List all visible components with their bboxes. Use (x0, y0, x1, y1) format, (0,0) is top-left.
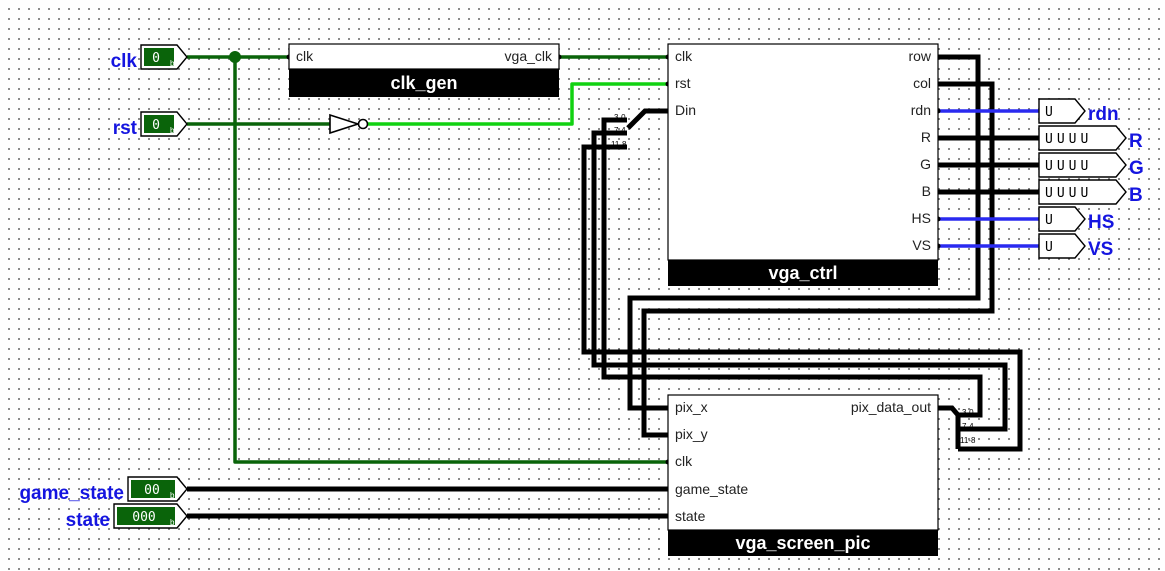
clk-gen-title: clk_gen (390, 73, 457, 93)
clk-junction-dot (229, 51, 241, 63)
state-radix: b (170, 518, 175, 527)
vga-screen-pic-title: vga_screen_pic (735, 533, 870, 553)
game-state-radix: b (170, 491, 175, 500)
g-label: G (1129, 158, 1144, 179)
output-pin-hs: U (1038, 206, 1086, 232)
din-bus (626, 108, 668, 130)
vga-screen-pic-component[interactable]: vga_screen_pic pix_x pix_y clk game_stat… (667, 394, 939, 556)
state-label: state (66, 510, 110, 531)
input-pin-state[interactable]: 000 b (113, 503, 188, 529)
vga-ctrl-port-g: G (920, 156, 931, 172)
splitter-right-label-0: 3-0 (962, 408, 974, 417)
screen-port-pix-data-out: pix_data_out (851, 399, 931, 415)
vga-ctrl-port-hs: HS (912, 210, 931, 226)
vga-ctrl-port-vs: VS (912, 237, 931, 253)
input-pin-clk[interactable]: 0 b (140, 44, 188, 70)
clk-value: 0 (152, 51, 160, 66)
output-pin-g: UUUU (1038, 152, 1127, 178)
vga-ctrl-port-clk: clk (675, 48, 693, 64)
rdn-label: rdn (1088, 104, 1119, 125)
g-value: UUUU (1045, 159, 1092, 174)
output-pin-rdn: U (1038, 98, 1086, 124)
vga-ctrl-port-col: col (913, 75, 931, 91)
rst-value: 0 (152, 118, 160, 133)
screen-port-state: state (675, 508, 706, 524)
vs-value: U (1045, 240, 1053, 255)
screen-port-pix-y: pix_y (675, 426, 708, 442)
output-pin-b: UUUU (1038, 179, 1127, 205)
split-bus-7-4 (591, 130, 1008, 432)
vga-ctrl-port-rdn: rdn (911, 102, 931, 118)
vga-ctrl-port-row: row (908, 48, 931, 64)
vga-ctrl-title: vga_ctrl (768, 263, 837, 283)
rst-label: rst (113, 118, 138, 139)
wires-layer (187, 51, 1039, 519)
vga-ctrl-port-b: B (922, 183, 931, 199)
clk-gen-port-clk: clk (296, 48, 314, 64)
output-pin-r: UUUU (1038, 125, 1127, 151)
split-bus-3-0 (601, 117, 983, 418)
split-bus-11-8 (581, 144, 1023, 452)
clk-gen-port-vga-clk: vga_clk (505, 48, 553, 64)
game-state-value: 00 (144, 483, 160, 498)
splitter-left-label-0: 3-0 (614, 113, 626, 122)
vga-ctrl-port-din: Din (675, 102, 696, 118)
splitter-right-label-2: 11-8 (960, 436, 976, 445)
state-value: 000 (132, 510, 155, 525)
clk-wire-vertical (233, 57, 668, 464)
input-pin-game-state[interactable]: 00 b (127, 476, 188, 502)
input-pin-rst[interactable]: 0 b (140, 111, 188, 137)
b-value: UUUU (1045, 186, 1092, 201)
vs-label: VS (1088, 239, 1113, 260)
splitter-left-label-2: 11-8 (611, 140, 627, 149)
vga-ctrl-port-rst: rst (675, 75, 691, 91)
row-bus (627, 54, 981, 411)
not-gate[interactable] (329, 113, 369, 135)
screen-port-game-state: game_state (675, 481, 748, 497)
splitter-right-label-1: 7-4 (962, 422, 974, 431)
r-value: UUUU (1045, 132, 1092, 147)
hs-value: U (1045, 213, 1053, 228)
col-bus (641, 81, 995, 438)
rst-radix: b (170, 126, 175, 135)
screen-port-clk: clk (675, 453, 693, 469)
rst-inverted-wire (368, 82, 668, 126)
vga-ctrl-component[interactable]: vga_ctrl clk rst Din row col rdn R G B H… (667, 43, 939, 286)
splitter-left-label-1: 7-4 (614, 126, 626, 135)
screen-port-pix-x: pix_x (675, 399, 708, 415)
clk-radix: b (170, 59, 175, 68)
pix-data-out-bus (938, 405, 961, 449)
output-pin-vs: U (1038, 233, 1086, 259)
clk-label: clk (111, 51, 138, 72)
r-label: R (1129, 131, 1143, 152)
b-label: B (1129, 185, 1143, 206)
clk-gen-component[interactable]: clk_gen clk vga_clk (288, 43, 560, 97)
vga-ctrl-port-r: R (921, 129, 931, 145)
hs-label: HS (1088, 212, 1114, 233)
game-state-label: game_state (19, 483, 124, 504)
rdn-value: U (1045, 105, 1053, 120)
